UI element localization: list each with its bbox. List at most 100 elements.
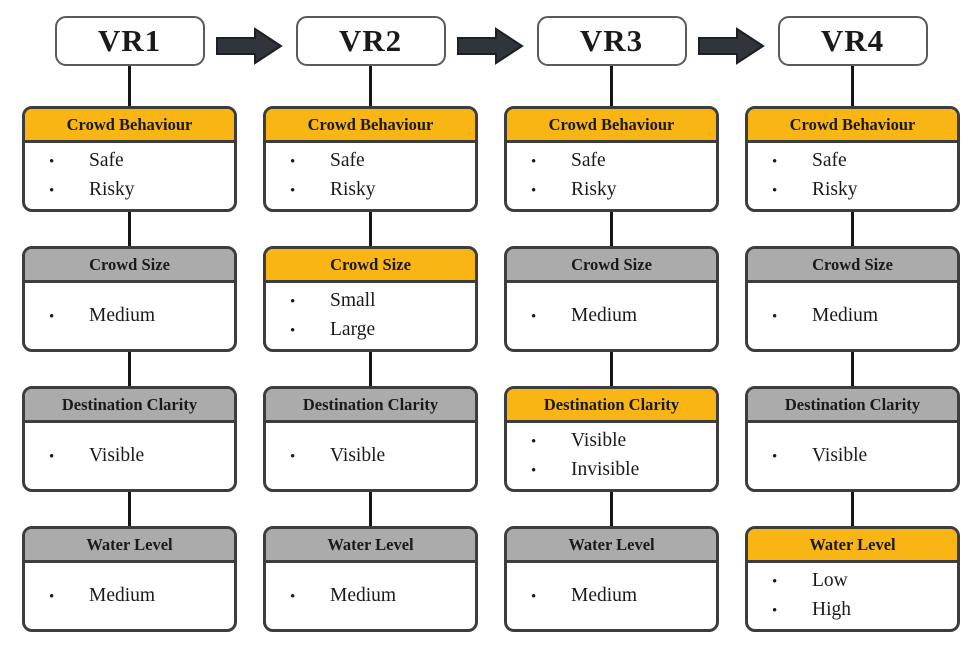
bullet-icon: •: [290, 294, 296, 310]
vr-title-label: VR3: [579, 23, 644, 58]
attribute-card: Crowd Size • Small • Large: [263, 246, 478, 352]
bullet-icon: •: [290, 588, 296, 605]
card-body: •Safe•Risky: [507, 143, 716, 209]
bullet-item-label: Low: [812, 570, 848, 591]
bullet-item-label: Medium: [89, 584, 156, 606]
attribute-card: Crowd Behaviour •Safe•Risky: [504, 106, 719, 212]
bullet-item: •Visible: [748, 442, 957, 471]
card-body: • Medium: [507, 563, 716, 629]
connector-line: [369, 212, 372, 246]
card-header: Destination Clarity: [748, 389, 957, 423]
bullet-icon: •: [290, 323, 296, 339]
bullet-item-label: Safe: [812, 150, 847, 171]
bullet-item: • Medium: [266, 582, 475, 611]
card-body: • Small • Large: [266, 283, 475, 349]
card-header: Crowd Size: [266, 249, 475, 283]
bullet-icon: •: [531, 154, 537, 170]
card-header-label: Destination Clarity: [543, 394, 680, 414]
attribute-card: Destination Clarity •Visible: [745, 386, 960, 492]
bullet-item-label: Safe: [571, 150, 606, 171]
attribute-card: Water Level • Low •High: [745, 526, 960, 632]
bullet-item: • Medium: [507, 582, 716, 611]
vr-column: VR2 Crowd Behaviour •Safe•Risky Crowd Si…: [263, 16, 478, 632]
columns-container: VR1 Crowd Behaviour •Safe•Risky Crowd Si…: [22, 16, 960, 632]
attribute-card: Crowd Behaviour • Safe• Risky: [745, 106, 960, 212]
card-header: Destination Clarity: [25, 389, 234, 423]
connector-line: [369, 66, 372, 106]
card-header: Crowd Behaviour: [748, 109, 957, 143]
card-header-label: Crowd Behaviour: [66, 114, 193, 134]
vr-column: VR4 Crowd Behaviour •Safe•Risky Crowd Si…: [745, 16, 960, 632]
bullet-item: •Medium: [748, 302, 957, 331]
bullet-icon: •: [772, 574, 778, 590]
vr-column: VR1 Crowd Behaviour •Safe•Risky Crowd Si…: [22, 16, 237, 632]
connector-line: [369, 352, 372, 386]
vr-title-box: VR3: [536, 16, 687, 66]
card-body: •Safe•Risky: [25, 143, 234, 209]
card-body: • Safe• Risky: [748, 143, 957, 209]
connector-line: [851, 492, 854, 526]
bullet-item-label: Medium: [571, 584, 638, 606]
bullet-item-label: Risky: [330, 179, 376, 200]
bullet-item-label: Invisible: [571, 459, 640, 480]
bullet-icon: •: [49, 588, 55, 605]
bullet-item: •High: [748, 596, 957, 625]
card-header-label: Water Level: [86, 534, 173, 554]
bullet-item-label: Safe: [330, 150, 365, 171]
card-header: Crowd Size: [748, 249, 957, 283]
bullet-item: • Safe: [748, 147, 957, 176]
card-header-label: Water Level: [809, 534, 896, 554]
attribute-card: Water Level • Medium: [263, 526, 478, 632]
card-body: • Medium: [25, 563, 234, 629]
bullet-icon: •: [531, 308, 537, 325]
card-header-label: Crowd Size: [812, 254, 893, 274]
connector-line: [851, 212, 854, 246]
bullet-item: •Visible: [25, 442, 234, 471]
bullet-item-label: Safe: [89, 150, 124, 171]
cards: Crowd Behaviour •Safe•Risky Crowd Size •…: [22, 66, 237, 632]
card-header-label: Destination Clarity: [302, 394, 439, 414]
card-header: Destination Clarity: [266, 389, 475, 423]
card-header-label: Crowd Behaviour: [789, 114, 916, 134]
right-arrow-icon: [698, 27, 765, 65]
card-header: Crowd Size: [25, 249, 234, 283]
connector-line: [610, 492, 613, 526]
card-header: Water Level: [266, 529, 475, 563]
bullet-icon: •: [290, 154, 296, 170]
card-body: •Medium: [748, 283, 957, 349]
attribute-card: Crowd Behaviour •Safe•Risky: [263, 106, 478, 212]
connector-line: [128, 66, 131, 106]
bullet-item-label: Medium: [330, 584, 397, 606]
bullet-item-label: Visible: [330, 444, 386, 466]
card-body: •Visible•Invisible: [507, 423, 716, 489]
connector-line: [851, 352, 854, 386]
connector-line: [610, 352, 613, 386]
cards: Crowd Behaviour •Safe•Risky Crowd Size •…: [504, 66, 719, 632]
cards: Crowd Behaviour •Safe•Risky Crowd Size •…: [263, 66, 478, 632]
bullet-icon: •: [772, 308, 778, 325]
bullet-icon: •: [772, 154, 778, 170]
bullet-item: • Safe: [266, 147, 475, 176]
bullet-item: •Safe: [25, 147, 234, 176]
card-header-label: Water Level: [327, 534, 414, 554]
connector-line: [128, 212, 131, 246]
bullet-icon: •: [531, 588, 537, 605]
card-body: • Safe • Risky: [266, 143, 475, 209]
card-body: •Visible: [25, 423, 234, 489]
card-header-label: Water Level: [568, 534, 655, 554]
bullet-item-label: Small: [330, 290, 376, 311]
card-body: •Visible: [748, 423, 957, 489]
bullet-item-label: Visible: [812, 444, 868, 466]
connector-line: [610, 66, 613, 106]
connector-line: [610, 212, 613, 246]
vr-title-box: VR1: [54, 16, 205, 66]
bullet-icon: •: [290, 183, 296, 199]
connector-line: [128, 492, 131, 526]
attribute-card: Destination Clarity •Visible: [263, 386, 478, 492]
attribute-card: Crowd Behaviour •Safe•Risky: [22, 106, 237, 212]
card-header: Water Level: [507, 529, 716, 563]
bullet-item-label: Risky: [812, 179, 858, 200]
bullet-item: •Visible: [266, 442, 475, 471]
bullet-item-label: Large: [330, 319, 376, 340]
card-header: Crowd Behaviour: [25, 109, 234, 143]
